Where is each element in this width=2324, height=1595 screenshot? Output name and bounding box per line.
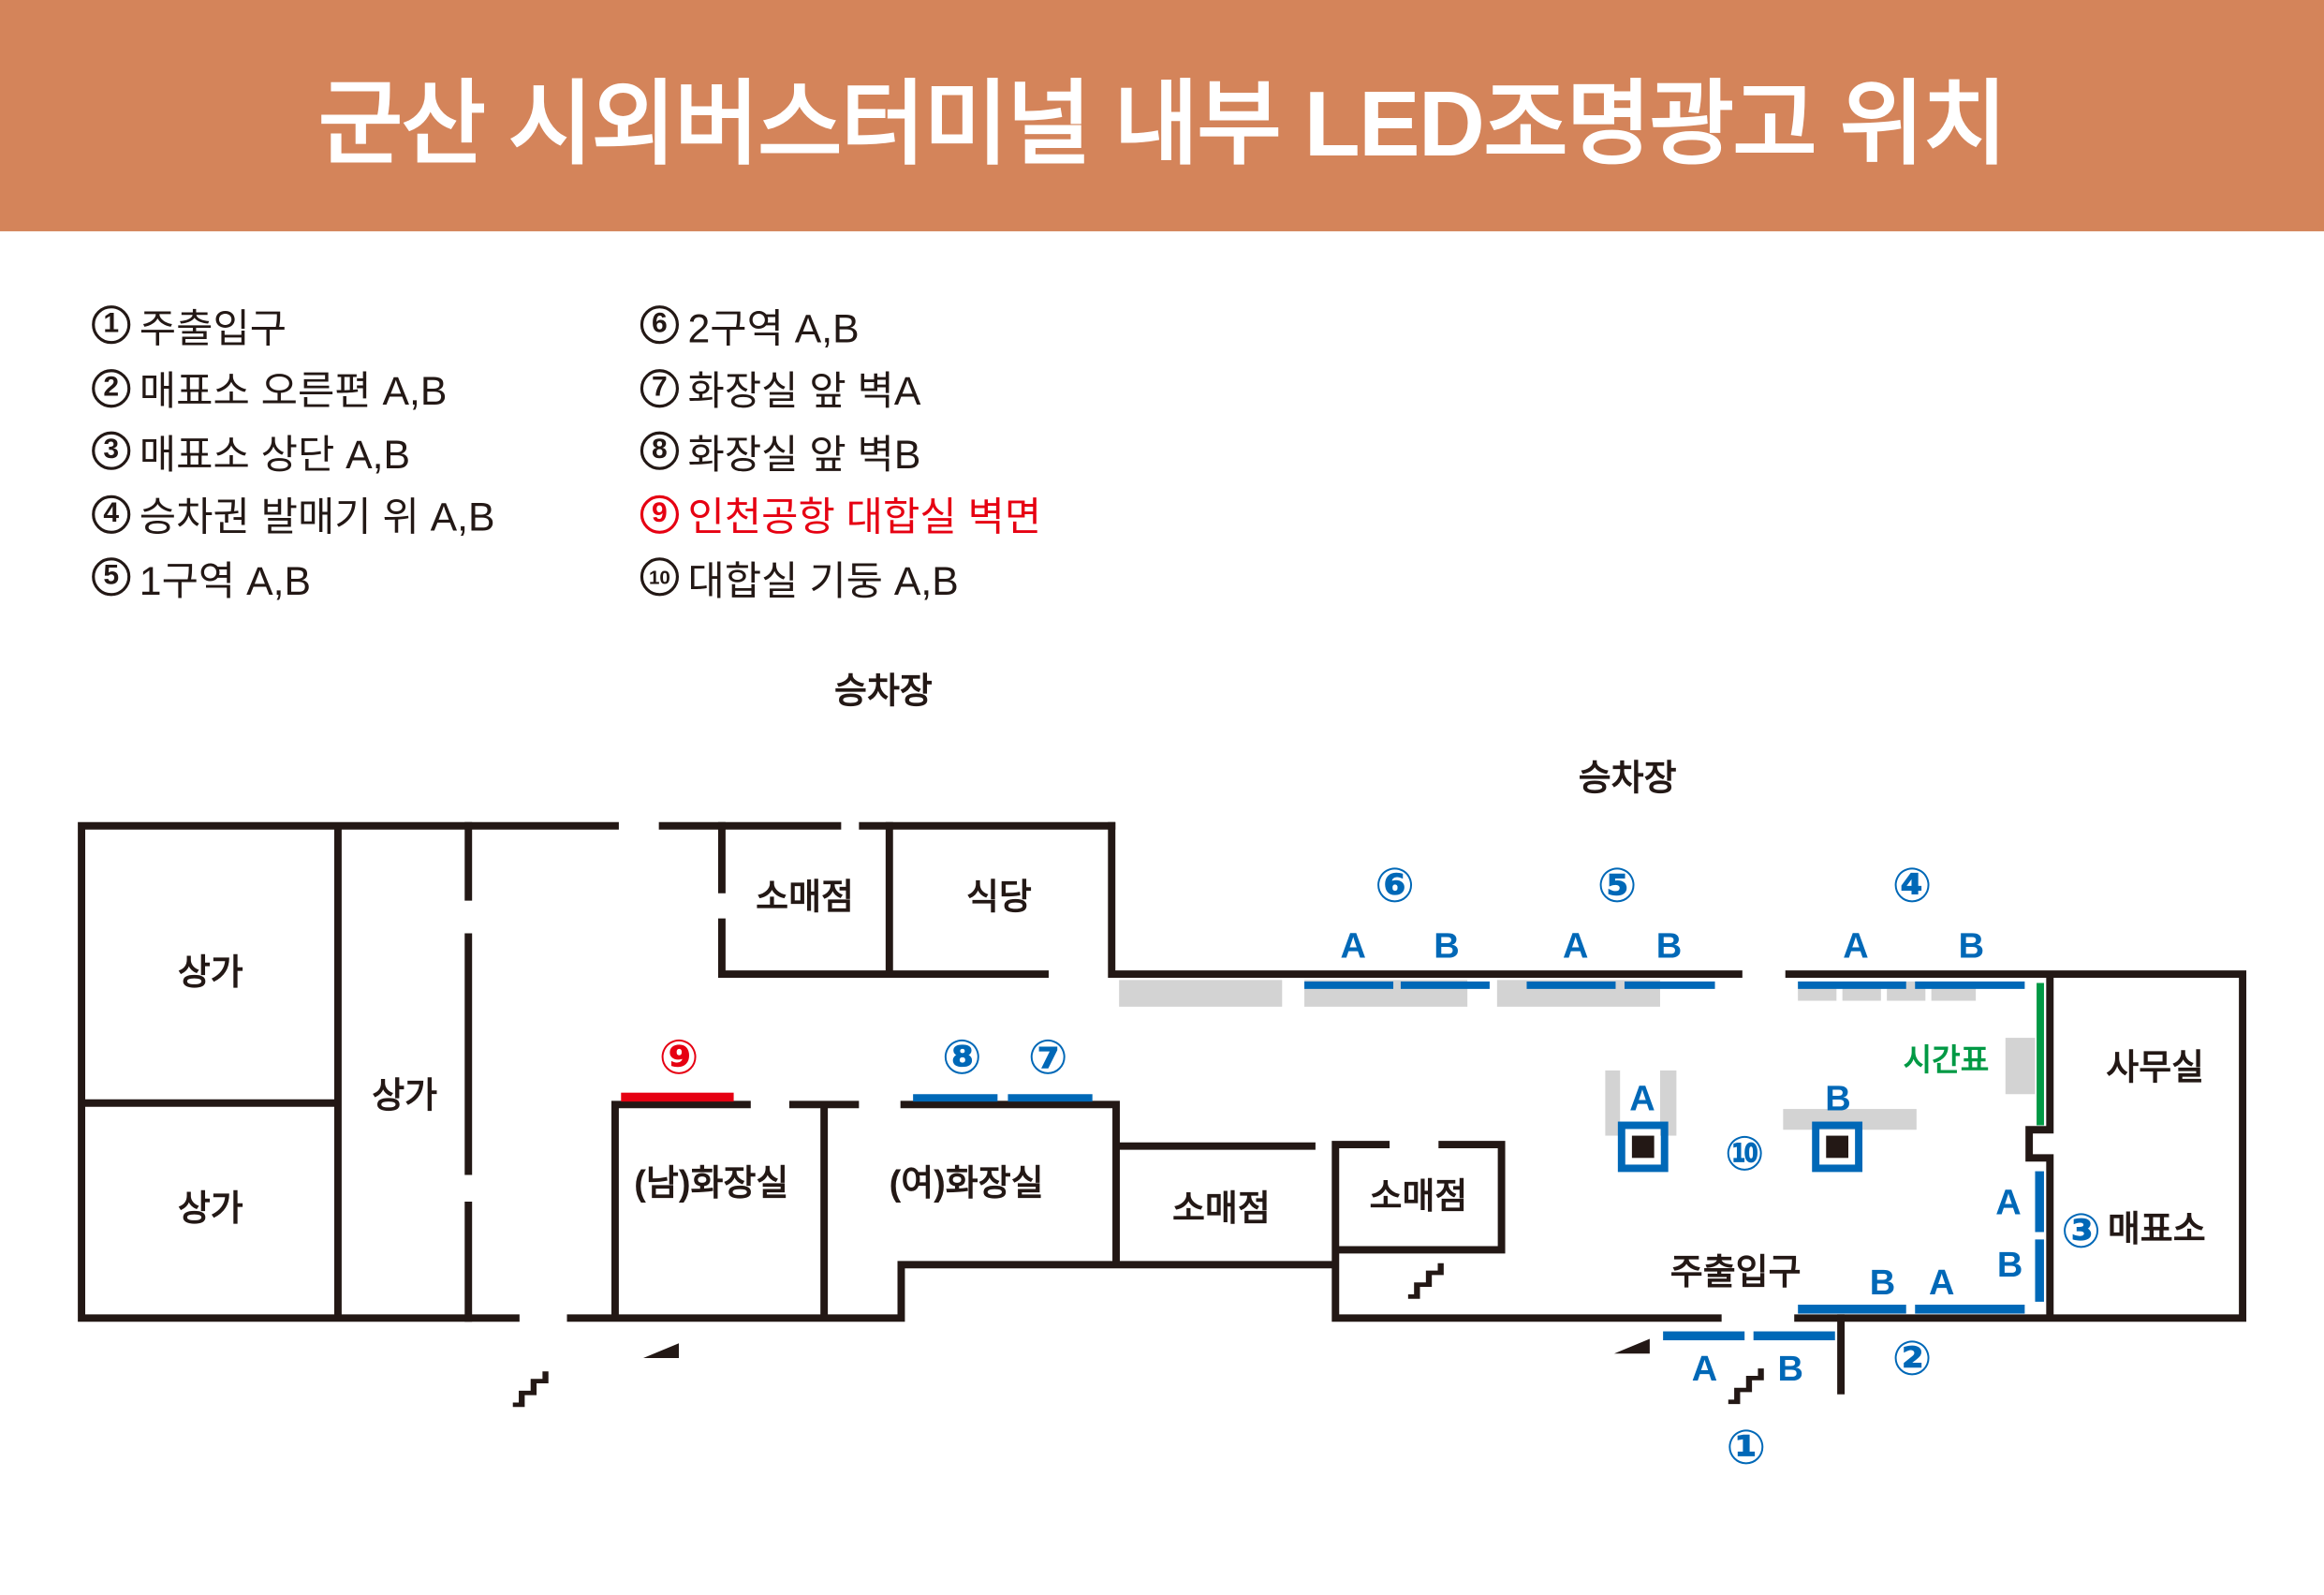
marker-8: ⑧	[942, 1030, 982, 1084]
header-banner: 군산 시외버스터미널 내부 LED조명광고 위치	[0, 0, 2324, 231]
legend-number: 5	[92, 557, 131, 597]
marker-a: A	[1995, 1183, 2021, 1222]
marker-5: ⑤	[1597, 858, 1638, 911]
marker-a: A	[1929, 1263, 1954, 1303]
marker-a: A	[1629, 1080, 1655, 1119]
legend-number: 6	[640, 305, 680, 345]
marker-b: B	[1997, 1246, 2022, 1285]
legend-number: 1	[92, 305, 131, 345]
main-entrance-label: 주출입구	[1670, 1253, 1802, 1292]
legend-text: 승차권 발매기 위 A,B	[139, 495, 495, 540]
led-position-9	[621, 1092, 734, 1102]
marker-a: A	[1341, 927, 1366, 967]
marker-4: ④	[1892, 858, 1933, 911]
legend-text: 인천공항 대합실 벽면	[687, 495, 1042, 540]
marker-a: A	[1843, 927, 1868, 967]
office-label: 사무실	[2106, 1048, 2204, 1087]
shop-label: 상가	[178, 1189, 243, 1229]
marker-a: A	[1563, 927, 1588, 967]
marker-1: ①	[1726, 1420, 1766, 1473]
marker-6: ⑥	[1375, 858, 1415, 911]
legend-number: 7	[640, 368, 680, 407]
timetable-label: 시간표	[1904, 1043, 1990, 1078]
womens-restroom-label: (여)화장실	[890, 1164, 1044, 1204]
store-label: 소매점	[1172, 1189, 1271, 1229]
marker-b: B	[1778, 1350, 1803, 1389]
page-title: 군산 시외버스터미널 내부 LED조명광고 위치	[317, 74, 2008, 177]
marker-a: A	[1692, 1350, 1717, 1389]
legend-number: 10	[640, 557, 680, 597]
marker-3: ③	[2061, 1204, 2101, 1257]
shop-label: 상가	[178, 953, 243, 993]
marker-b: B	[1959, 927, 1984, 967]
legend-number: 3	[92, 432, 131, 471]
marker-b: B	[1656, 927, 1682, 967]
marker-10: ⑩	[1725, 1127, 1765, 1180]
legend-text: 화장실 앞 벽A	[687, 369, 921, 415]
marker-b: B	[1870, 1263, 1895, 1303]
legend-number: 9	[640, 495, 680, 534]
marker-b: B	[1825, 1080, 1850, 1119]
legend-number: 8	[640, 432, 680, 471]
marker-2: ②	[1892, 1331, 1933, 1384]
legend-text: 대합실 기둥 A,B	[687, 558, 959, 603]
walls	[78, 821, 2247, 1395]
legend-number: 4	[92, 495, 131, 534]
mens-restroom-label: (남)화장실	[634, 1164, 788, 1204]
store-label: 소매점	[1370, 1177, 1468, 1217]
shop-label: 상가	[372, 1077, 437, 1116]
ticket-office-label: 매표소	[2108, 1210, 2206, 1249]
platform-label: 승차장	[834, 672, 933, 711]
legend-text: 1구역 A,B	[139, 558, 311, 603]
pillars	[1617, 1121, 1863, 1173]
restaurant-label: 식당	[966, 878, 1032, 917]
led-positions	[913, 981, 2044, 1341]
legend-text: 화장실 앞 벽B	[687, 432, 921, 478]
legend-text: 2구역 A,B	[687, 306, 860, 351]
legend-text: 매표소 오른편 A,B	[139, 369, 448, 415]
fixtures	[1119, 980, 2036, 1136]
legend-text: 매표소 상단 A,B	[139, 432, 411, 478]
timetable-board	[2037, 982, 2044, 1126]
marker-7: ⑦	[1028, 1030, 1068, 1084]
legend-number: 2	[92, 368, 131, 407]
marker-labels: ⑥ ⑤ ④ ⑧ ⑦ ⑨ ⑩ ③ ② ① A B A B A B A B A B …	[659, 858, 2101, 1473]
store-label: 소매점	[756, 878, 854, 917]
marker-b: B	[1434, 927, 1459, 967]
platform-label: 승차장	[1579, 760, 1677, 799]
legend-text: 주출입구	[139, 306, 287, 351]
marker-9: ⑨	[659, 1030, 699, 1084]
stairs-icons	[512, 1263, 1764, 1408]
